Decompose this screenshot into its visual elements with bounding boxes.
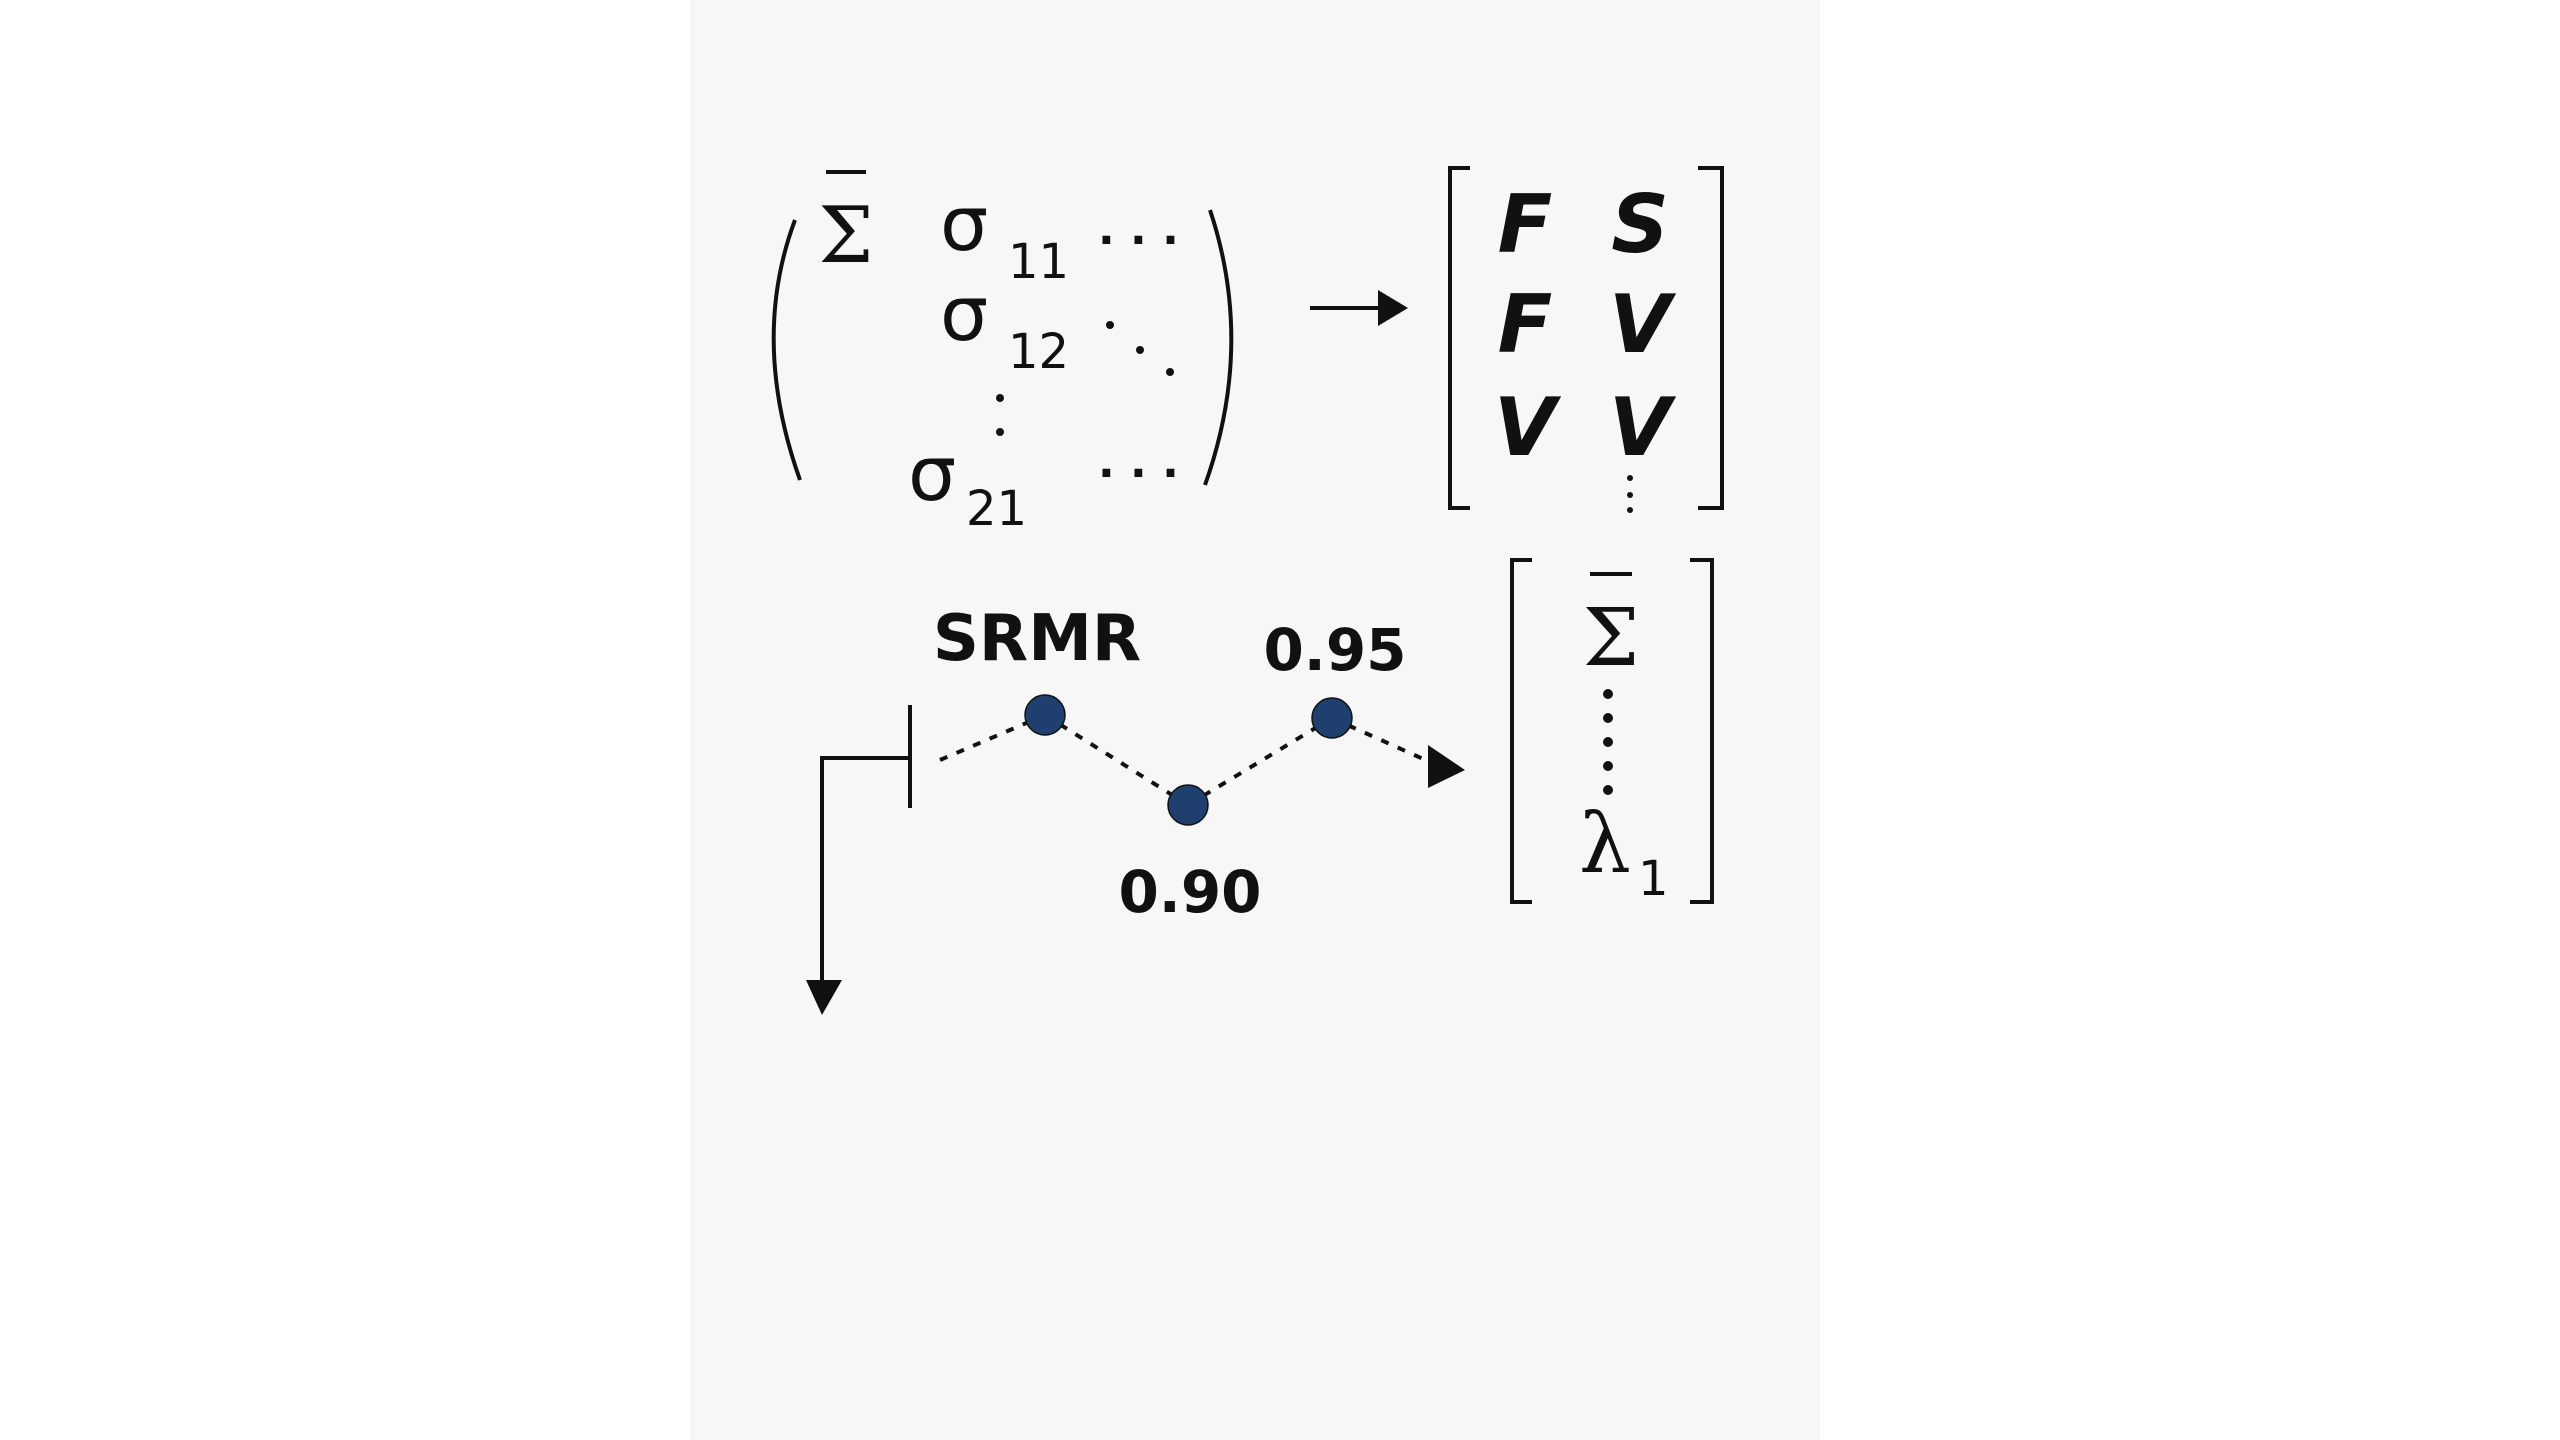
vertical-dot [1603,713,1613,723]
sigma-11-symbol: σ [940,179,988,268]
fit-node [1167,784,1209,826]
sigma-12-subscript: 12 [1008,324,1069,380]
sigma-bar-symbol: Σ [818,191,873,281]
vertical-dot [1603,689,1613,699]
lambda-symbol: λ [1579,797,1631,892]
row1-ellipsis: · · · [1098,215,1179,266]
vertical-dot [996,428,1004,436]
vertical-dot [1603,761,1613,771]
diagonal-dot [1106,321,1114,329]
matrix-cell-3-2: V [1609,381,1677,474]
value-high-label: 0.95 [1263,616,1406,684]
path-arrow-head-icon [1428,745,1465,788]
vertical-dot [996,394,1004,402]
fit-index-path: SRMR 0.95 0.90 [806,602,1465,1015]
covariance-matrix: Σ σ 11 · · · σ 12 σ 21 · · · [771,170,1234,537]
left-parenthesis [771,219,802,481]
vertical-dot [1627,475,1633,481]
elbow-connector [820,756,910,990]
result-matrix: Σ λ 1 [1510,558,1714,907]
sigma-21-symbol: σ [908,429,956,518]
matrix-cell-2-1: F [1498,278,1553,371]
vertical-dot [1627,507,1633,513]
fit-node [1024,694,1066,736]
parameter-matrix: F S F V V V [1448,166,1724,513]
matrix-cell-3-1: V [1494,381,1562,474]
vertical-dot [1627,492,1633,498]
value-low-label: 0.90 [1118,858,1261,926]
down-arrow-head-icon [806,980,842,1015]
diagonal-dot [1166,368,1174,376]
matrix-cell-2-2: V [1609,278,1677,371]
vertical-dot [1603,737,1613,747]
vertical-dot [1603,785,1613,795]
left-bracket [1448,166,1470,510]
transform-arrow [1310,290,1408,326]
background-panel [690,0,1820,1440]
fit-node [1311,697,1353,739]
sigma-11-subscript: 11 [1008,234,1069,290]
sigma-21-subscript: 21 [966,481,1027,537]
sigma-bar-symbol: Σ [1583,591,1640,684]
right-bracket [1690,558,1714,904]
arrow-head-icon [1378,290,1408,326]
srmr-label: SRMR [933,602,1141,676]
matrix-cell-1-1: F [1498,178,1553,271]
left-bracket [1510,558,1532,904]
row3-ellipsis: · · · [1098,448,1179,499]
lambda-subscript: 1 [1638,851,1669,907]
diagonal-dot [1136,346,1144,354]
matrix-cell-1-2: S [1611,178,1669,271]
sigma-12-symbol: σ [940,269,988,358]
right-parenthesis [1203,209,1234,486]
right-bracket [1698,166,1724,510]
